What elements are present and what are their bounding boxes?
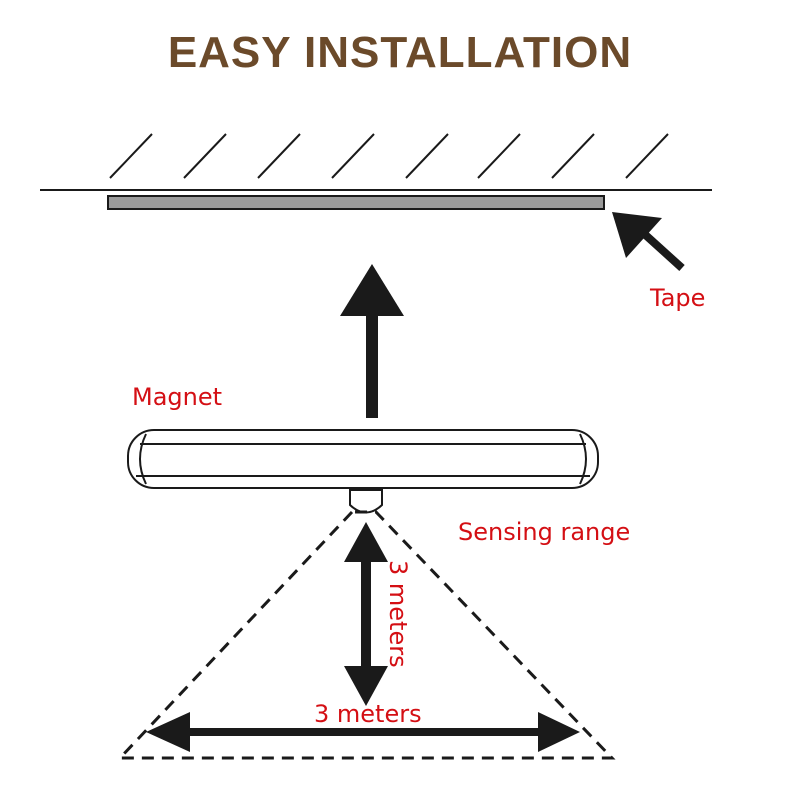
height-arrow [344,522,388,706]
sensing-range-label: Sensing range [458,518,631,546]
light-bar [127,429,599,489]
width-arrow [146,712,580,752]
ceiling-hatching [109,133,669,179]
height-label: 3 meters [384,560,412,668]
tape-pointer-arrow [612,212,685,271]
sensing-range-triangle [116,510,616,760]
mount-arrow [340,264,404,418]
page-title: EASY INSTALLATION [167,28,633,77]
motion-sensor [349,489,383,514]
magnet-label: Magnet [132,383,223,411]
width-label: 3 meters [314,700,422,728]
tape-strip [107,195,605,210]
tape-label: Tape [650,284,706,312]
